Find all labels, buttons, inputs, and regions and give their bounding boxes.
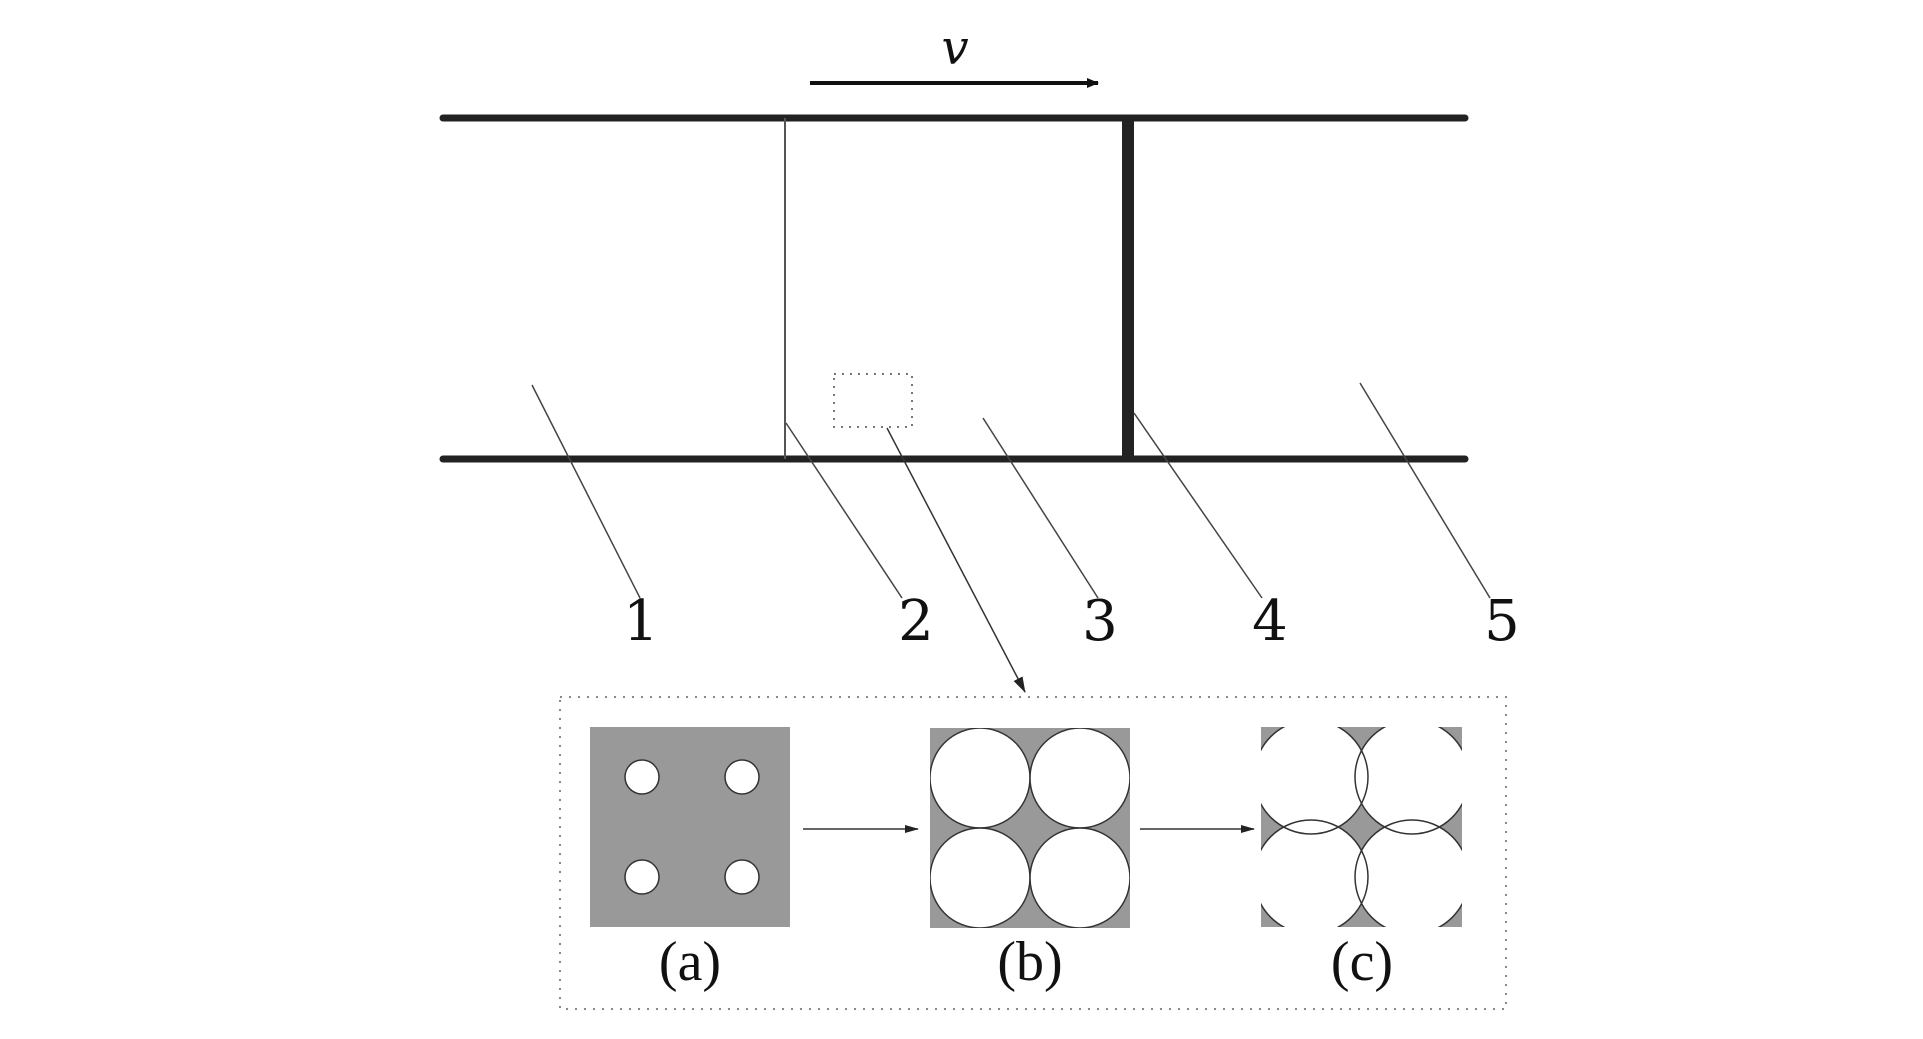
panel-a-pore — [624, 759, 660, 795]
component-label-5: 5 — [1484, 589, 1520, 654]
panel-c-void-outline — [1261, 727, 1369, 835]
component-label-3: 3 — [1082, 589, 1118, 654]
leader-5 — [1359, 382, 1491, 599]
component-label-2: 2 — [898, 589, 934, 654]
panel-b: (b) — [930, 728, 1130, 993]
leader-1 — [531, 384, 641, 599]
panel-a-label: (a) — [659, 931, 721, 993]
panel-c-void-outline — [1354, 727, 1462, 835]
panel-a-pore — [724, 759, 760, 795]
velocity-label: v — [941, 20, 968, 76]
panel-b-label: (b) — [997, 931, 1062, 993]
leader-3 — [982, 417, 1099, 599]
component-labels: 1 2 3 4 5 — [623, 589, 1520, 654]
panel-c-label: (c) — [1331, 931, 1393, 993]
panel-b-pore — [1029, 728, 1130, 829]
leader-lines — [531, 382, 1491, 693]
panel-a-matrix — [590, 727, 790, 927]
channel — [439, 114, 1469, 463]
panel-c-fragments — [1261, 727, 1462, 927]
panel-b-pore — [1029, 827, 1130, 928]
leader-2 — [785, 422, 903, 599]
velocity-indicator: v — [810, 20, 1099, 88]
panel-c-void-outline — [1261, 819, 1369, 927]
detail-arrow — [886, 427, 1026, 693]
panel-c-void-outline — [1354, 819, 1462, 927]
leader-4 — [1133, 412, 1263, 599]
panel-a-pore — [724, 859, 760, 895]
panel-a: (a) — [590, 727, 790, 993]
detail-region — [833, 373, 913, 428]
panel-b-pore — [930, 728, 1031, 829]
detail-frame — [559, 696, 1507, 1010]
panel-a-pore — [624, 859, 660, 895]
panel-c — [1261, 727, 1462, 927]
component-label-1: 1 — [623, 589, 659, 654]
component-label-4: 4 — [1252, 589, 1288, 654]
panel-b-pore — [930, 827, 1031, 928]
